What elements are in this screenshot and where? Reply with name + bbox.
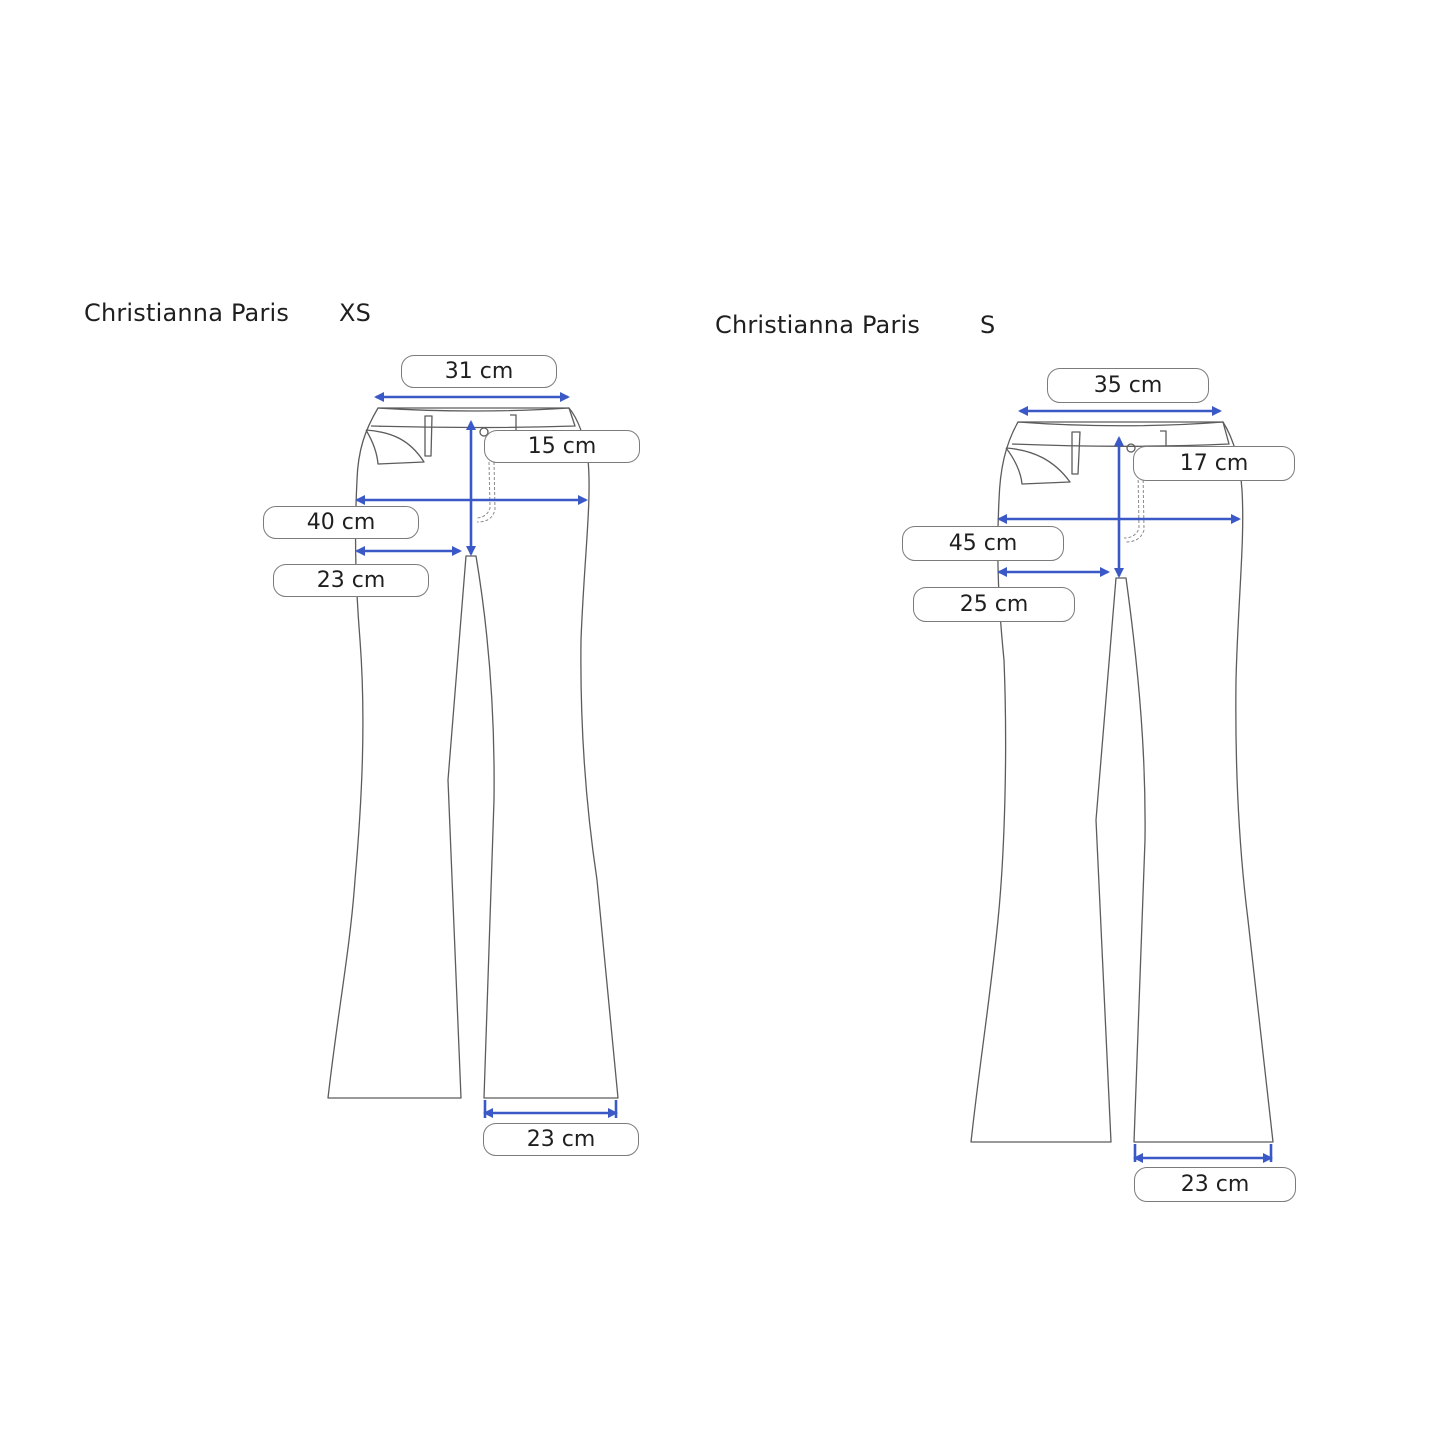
measure-arrows-xs xyxy=(355,392,618,1118)
fly-stitch-xs xyxy=(476,461,496,523)
fly-stitch-inner-xs xyxy=(475,461,491,519)
fly-stitch-s xyxy=(1124,469,1145,543)
front-pocket-xs xyxy=(365,429,425,465)
size-label-xs: XS xyxy=(339,299,372,327)
hem-label-xs: 23 cm xyxy=(483,1123,639,1156)
button-s xyxy=(1126,443,1136,453)
thigh-label-xs: 23 cm xyxy=(273,564,429,597)
hip-label-s: 45 cm xyxy=(902,526,1064,561)
fly-stitch-inner-s xyxy=(1123,469,1140,539)
thigh-label-s: 25 cm xyxy=(913,587,1075,622)
front-pocket-s xyxy=(1005,447,1071,485)
rise-label-s: 17 cm xyxy=(1133,446,1295,481)
belt-loop-right-s xyxy=(1160,430,1167,448)
hem-label-s: 23 cm xyxy=(1134,1167,1296,1202)
jeans-outline-xs xyxy=(327,407,619,1099)
belt-loop-left-s xyxy=(1071,431,1081,475)
measure-arrows-s xyxy=(997,406,1273,1163)
brand-title-xs: Christianna Paris xyxy=(84,299,290,327)
size-label-s: S xyxy=(980,311,996,339)
waistband-xs xyxy=(370,407,576,429)
belt-loop-left-xs xyxy=(424,415,433,457)
hip-label-xs: 40 cm xyxy=(263,506,419,539)
brand-title-s: Christianna Paris xyxy=(715,311,921,339)
waist-label-xs: 31 cm xyxy=(401,355,557,388)
waistband-s xyxy=(1011,421,1230,447)
jeans-drawing-xs xyxy=(327,407,619,1099)
waist-label-s: 35 cm xyxy=(1047,368,1209,403)
rise-label-xs: 15 cm xyxy=(484,430,640,463)
